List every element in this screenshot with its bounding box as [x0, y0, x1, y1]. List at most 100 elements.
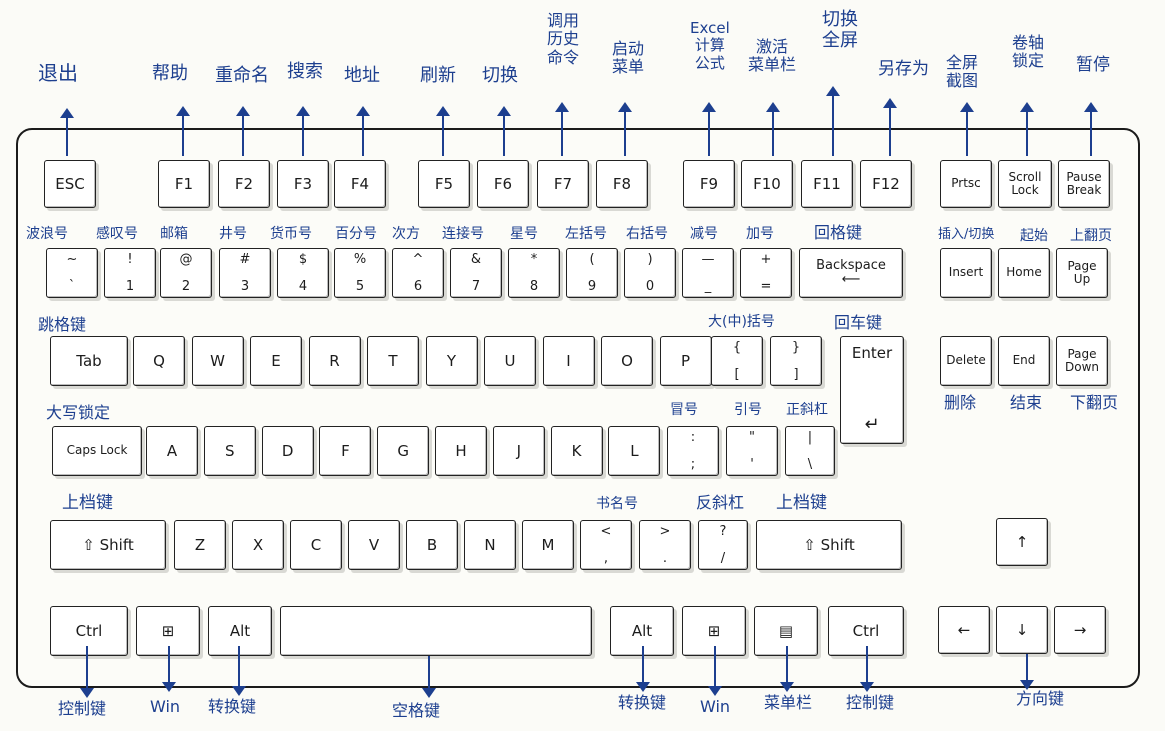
key-f4[interactable]: F4 — [334, 160, 386, 208]
label-f8: 启动 菜单 — [612, 39, 645, 77]
key-num-0-base: ` — [68, 278, 76, 294]
key-f[interactable]: F — [319, 426, 372, 476]
key-less-than-base: , — [603, 550, 609, 566]
key-pause-break[interactable]: Pause Break — [1058, 160, 1110, 208]
key-num-11[interactable]: —_ — [682, 248, 734, 298]
key-f11[interactable]: F11 — [801, 160, 853, 208]
key-num-0[interactable]: ~` — [46, 248, 98, 298]
key-num-6[interactable]: ^6 — [392, 248, 444, 298]
key-shift-right[interactable]: ⇧ Shift — [756, 520, 902, 570]
key-scroll-lock[interactable]: Scroll Lock — [998, 160, 1052, 208]
key-u[interactable]: U — [484, 336, 536, 386]
key-e[interactable]: E — [250, 336, 302, 386]
label-lt: 书名号 — [596, 496, 638, 512]
key-greater-than[interactable]: > . — [639, 520, 691, 570]
key-f12[interactable]: F12 — [860, 160, 912, 208]
key-arrow-right[interactable]: → — [1054, 606, 1106, 654]
key-f9[interactable]: F9 — [683, 160, 735, 208]
label-brace: 大(中)括号 — [708, 314, 775, 330]
key-arrow-left[interactable]: ← — [938, 606, 990, 654]
key-num-9-base: 9 — [587, 278, 597, 294]
key-num-7[interactable]: &7 — [450, 248, 502, 298]
key-c[interactable]: C — [290, 520, 342, 570]
arrow-f7 — [555, 102, 569, 156]
key-q[interactable]: Q — [133, 336, 185, 386]
key-num-6-base: 6 — [413, 278, 423, 294]
key-page-up[interactable]: Page Up — [1056, 248, 1108, 298]
key-n[interactable]: N — [464, 520, 516, 570]
key-backspace-arrow: ⟵ — [841, 272, 861, 287]
key-ctrl-left[interactable]: Ctrl — [50, 606, 128, 656]
key-h[interactable]: H — [435, 426, 487, 476]
label-slash: 反斜杠 — [696, 493, 745, 512]
key-f3[interactable]: F3 — [277, 160, 329, 208]
key-less-than[interactable]: < , — [580, 520, 632, 570]
key-d[interactable]: D — [261, 426, 314, 476]
key-k[interactable]: K — [550, 426, 603, 476]
key-shift-left[interactable]: ⇧ Shift — [50, 520, 166, 570]
key-num-1[interactable]: !1 — [104, 248, 156, 298]
key-question-base: / — [720, 550, 726, 566]
key-num-12[interactable]: += — [740, 248, 792, 298]
key-insert[interactable]: Insert — [940, 248, 992, 298]
key-f2[interactable]: F2 — [218, 160, 270, 208]
key-o[interactable]: O — [601, 336, 653, 386]
label-f1: 帮助 — [152, 63, 188, 84]
key-f6[interactable]: F6 — [477, 160, 529, 208]
key-y[interactable]: Y — [425, 336, 478, 386]
key-f8[interactable]: F8 — [596, 160, 648, 208]
key-num-9[interactable]: (9 — [566, 248, 618, 298]
key-tab[interactable]: Tab — [50, 336, 128, 386]
key-w[interactable]: W — [191, 336, 244, 386]
key-arrow-up[interactable]: ↑ — [996, 518, 1048, 566]
key-num-0-shift: ~ — [66, 252, 78, 267]
key-v[interactable]: V — [348, 520, 400, 570]
key-num-8[interactable]: *8 — [508, 248, 560, 298]
key-esc[interactable]: ESC — [44, 160, 96, 208]
key-alt-left[interactable]: Alt — [208, 606, 272, 656]
label-f6: 切换 — [482, 65, 518, 86]
key-enter[interactable]: Enter ↵ — [840, 336, 904, 444]
key-quote[interactable]: " ' — [726, 426, 778, 476]
key-prtsc[interactable]: Prtsc — [940, 160, 992, 208]
key-page-down[interactable]: Page Down — [1056, 336, 1108, 386]
key-pipe[interactable]: | \ — [785, 426, 835, 476]
key-f7[interactable]: F7 — [537, 160, 589, 208]
key-j[interactable]: J — [492, 426, 545, 476]
key-delete[interactable]: Delete — [940, 336, 992, 386]
key-a[interactable]: A — [146, 426, 198, 476]
key-p[interactable]: P — [659, 336, 712, 386]
key-z[interactable]: Z — [174, 520, 226, 570]
key-b[interactable]: B — [406, 520, 458, 570]
key-right-bracket[interactable]: } ] — [770, 336, 822, 386]
key-num-3-base: 3 — [240, 278, 250, 294]
key-end[interactable]: End — [998, 336, 1050, 386]
key-backspace[interactable]: Backspace ⟵ — [799, 248, 903, 298]
key-l[interactable]: L — [608, 426, 661, 476]
key-t[interactable]: T — [367, 336, 419, 386]
key-question[interactable]: ? / — [698, 520, 748, 570]
key-g[interactable]: G — [377, 426, 430, 476]
key-space[interactable] — [280, 606, 592, 656]
key-colon[interactable]: : ; — [667, 426, 719, 476]
key-m[interactable]: M — [522, 520, 574, 570]
key-num-10[interactable]: )0 — [624, 248, 676, 298]
key-arrow-down[interactable]: ↓ — [996, 606, 1048, 654]
key-greater-than-shift: > — [659, 524, 671, 539]
key-num-4[interactable]: $4 — [277, 248, 329, 298]
key-caps-lock[interactable]: Caps Lock — [52, 426, 142, 476]
key-num-2[interactable]: @2 — [160, 248, 212, 298]
key-s[interactable]: S — [203, 426, 256, 476]
label-at: 邮箱 — [160, 226, 188, 242]
key-x[interactable]: X — [232, 520, 284, 570]
key-f1[interactable]: F1 — [158, 160, 210, 208]
key-i[interactable]: I — [542, 336, 595, 386]
label-pagedown: 下翻页 — [1070, 393, 1119, 412]
key-left-bracket[interactable]: { [ — [711, 336, 763, 386]
key-home[interactable]: Home — [998, 248, 1050, 298]
key-num-3[interactable]: #3 — [219, 248, 271, 298]
key-num-5[interactable]: %5 — [334, 248, 386, 298]
key-r[interactable]: R — [308, 336, 361, 386]
key-f10[interactable]: F10 — [741, 160, 793, 208]
key-f5[interactable]: F5 — [418, 160, 470, 208]
